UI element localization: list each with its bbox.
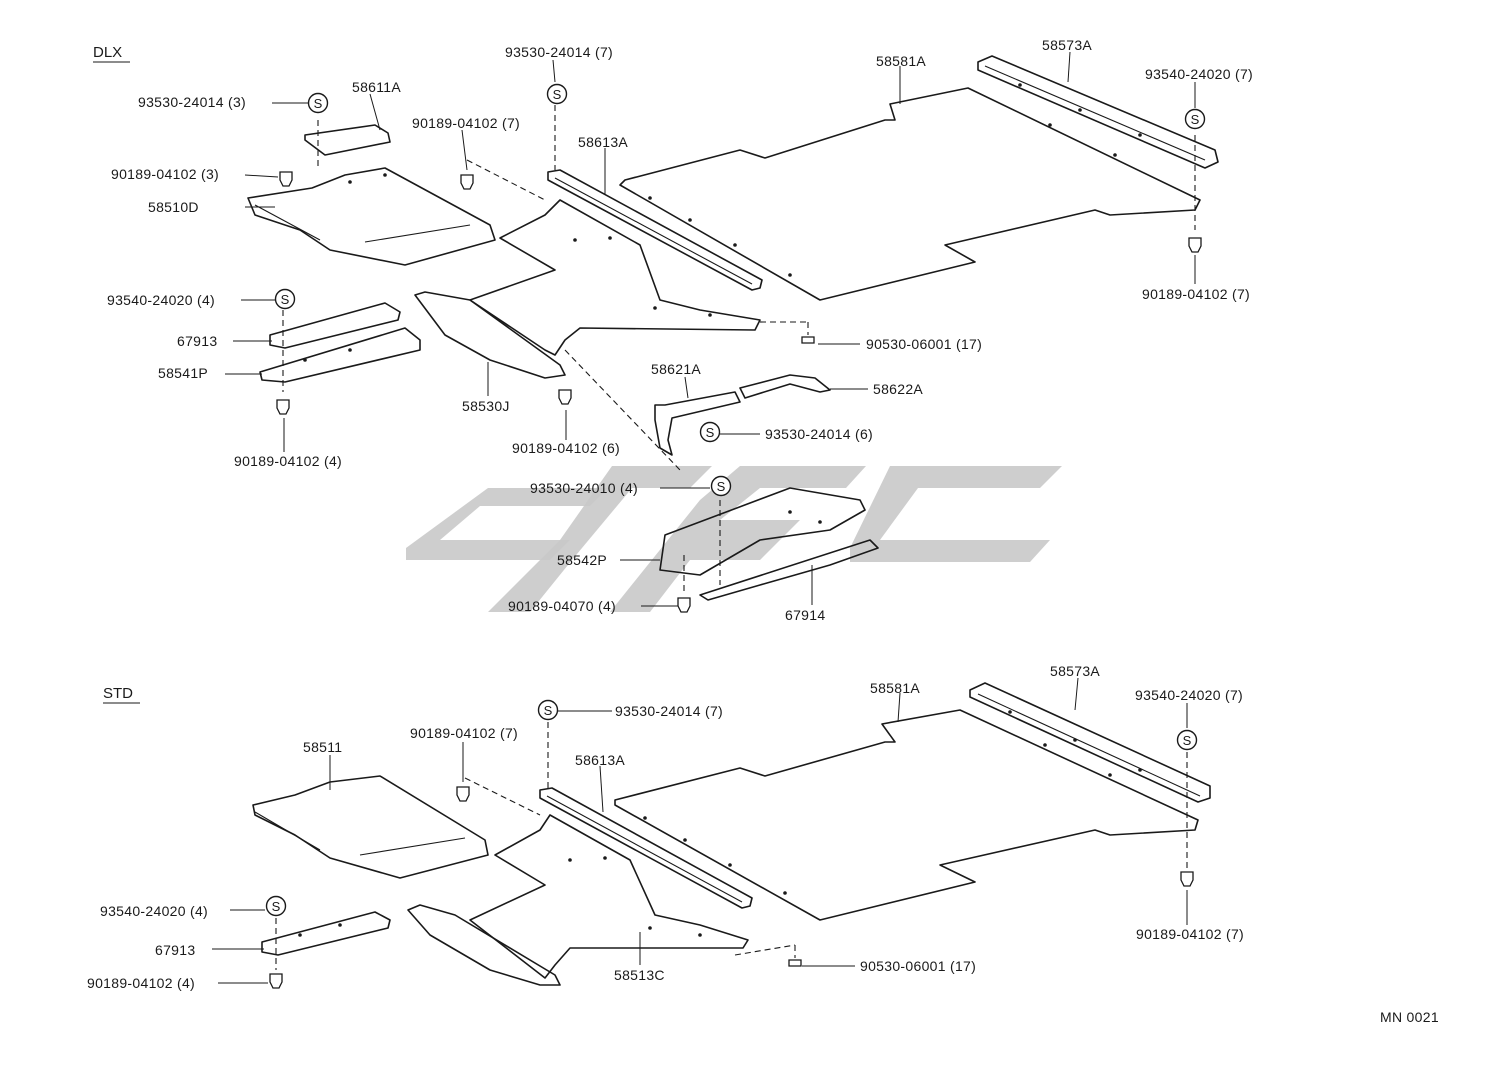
bracket-58621a-dlx [654, 391, 741, 456]
strip-58573a-dlx [977, 55, 1219, 169]
mat-58541p-dlx [259, 327, 421, 383]
center-panel-dlx [469, 199, 761, 356]
section-title-std: STD [103, 685, 133, 702]
label-67914-dlx: 67914 [785, 607, 825, 623]
svg-text:S: S [281, 292, 290, 307]
label-93530-24014-6-dlx: 93530-24014 (6) [765, 426, 873, 442]
label-93530-24014-7-dlx: 93530-24014 (7) [505, 44, 613, 60]
floor-panel-58581a-dlx [619, 87, 1201, 301]
plate-58611a-dlx [304, 124, 391, 156]
label-93530-24014-7-std: 93530-24014 (7) [615, 703, 723, 719]
strip-58573a-std [969, 682, 1211, 803]
floor-mat-58510d-dlx [247, 167, 496, 266]
label-58573a-dlx: 58573A [1042, 37, 1092, 53]
label-93540-24020-7-std: 93540-24020 (7) [1135, 687, 1243, 703]
strip-58613a-std [539, 787, 753, 909]
label-90189-04102-7a-std: 90189-04102 (7) [410, 725, 518, 741]
label-90189-04102-7b-std: 90189-04102 (7) [1136, 926, 1244, 942]
leader-lines-dlx [225, 51, 1196, 607]
floor-mat-58511-std [252, 775, 489, 879]
label-58581a-std: 58581A [870, 680, 920, 696]
holes-dlx [303, 83, 1142, 524]
floor-mat-std [407, 904, 561, 986]
leader-lines-std [212, 677, 1188, 984]
label-93530-24014-3-dlx: 93530-24014 (3) [138, 94, 246, 110]
svg-text:S: S [1183, 733, 1192, 748]
label-58530j-dlx: 58530J [462, 398, 510, 414]
label-93540-24020-4-dlx: 93540-24020 (4) [107, 292, 215, 308]
s-symbol-icons-std: S S S [265, 699, 1198, 917]
label-58573a-std: 58573A [1050, 663, 1100, 679]
label-90189-04102-7a-dlx: 90189-04102 (7) [412, 115, 520, 131]
label-90530-06001-17-dlx: 90530-06001 (17) [866, 336, 982, 352]
svg-text:S: S [717, 479, 726, 494]
svg-text:S: S [553, 87, 562, 102]
strip-67913-std [261, 911, 391, 956]
clip-icons-dlx [276, 171, 1202, 613]
floor-panel-58581a-std [614, 709, 1199, 921]
label-58513c-std: 58513C [614, 967, 665, 983]
label-93540-24020-4-std: 93540-24020 (4) [100, 903, 208, 919]
label-58542p-dlx: 58542P [557, 552, 607, 568]
label-93530-24010-4-dlx: 93530-24010 (4) [530, 480, 638, 496]
svg-text:S: S [272, 899, 281, 914]
label-58581a-dlx: 58581A [876, 53, 926, 69]
svg-text:S: S [314, 96, 323, 111]
svg-text:S: S [544, 703, 553, 718]
label-67913-std: 67913 [155, 942, 195, 958]
label-58613a-std: 58613A [575, 752, 625, 768]
label-58510d-dlx: 58510D [148, 199, 199, 215]
clip-icons-std [269, 786, 1194, 989]
label-58511-std: 58511 [303, 739, 342, 755]
section-title-dlx: DLX [93, 44, 122, 61]
watermark-logo [406, 466, 1062, 612]
label-90189-04102-4-dlx: 90189-04102 (4) [234, 453, 342, 469]
label-90189-04102-6-dlx: 90189-04102 (6) [512, 440, 620, 456]
strip-67913-dlx [269, 302, 401, 349]
label-90530-06001-17-std: 90530-06001 (17) [860, 958, 976, 974]
label-90189-04102-3-dlx: 90189-04102 (3) [111, 166, 219, 182]
label-58621a-dlx: 58621A [651, 361, 701, 377]
floor-mat-58530j-dlx [414, 291, 566, 379]
label-58613a-dlx: 58613A [578, 134, 628, 150]
label-93540-24020-7-dlx: 93540-24020 (7) [1145, 66, 1253, 82]
label-90189-04070-4-dlx: 90189-04070 (4) [508, 598, 616, 614]
label-58622a-dlx: 58622A [873, 381, 923, 397]
s-symbol-icons-dlx: S S S S S S [274, 83, 1206, 497]
strip-67914-dlx [699, 539, 879, 601]
svg-text:S: S [1191, 112, 1200, 127]
label-67913-dlx: 67913 [177, 333, 217, 349]
holes-std [298, 710, 1142, 937]
label-90189-04102-4-std: 90189-04102 (4) [87, 975, 195, 991]
svg-text:S: S [706, 425, 715, 440]
label-90189-04102-7b-dlx: 90189-04102 (7) [1142, 286, 1250, 302]
bracket-58622a-dlx [739, 374, 831, 399]
strip-58613a-dlx [547, 169, 763, 291]
label-58541p-dlx: 58541P [158, 365, 208, 381]
label-58611a-dlx: 58611A [352, 79, 401, 95]
diagram-code: MN 0021 [1380, 1009, 1439, 1025]
center-panel-58513c-std [469, 814, 749, 979]
